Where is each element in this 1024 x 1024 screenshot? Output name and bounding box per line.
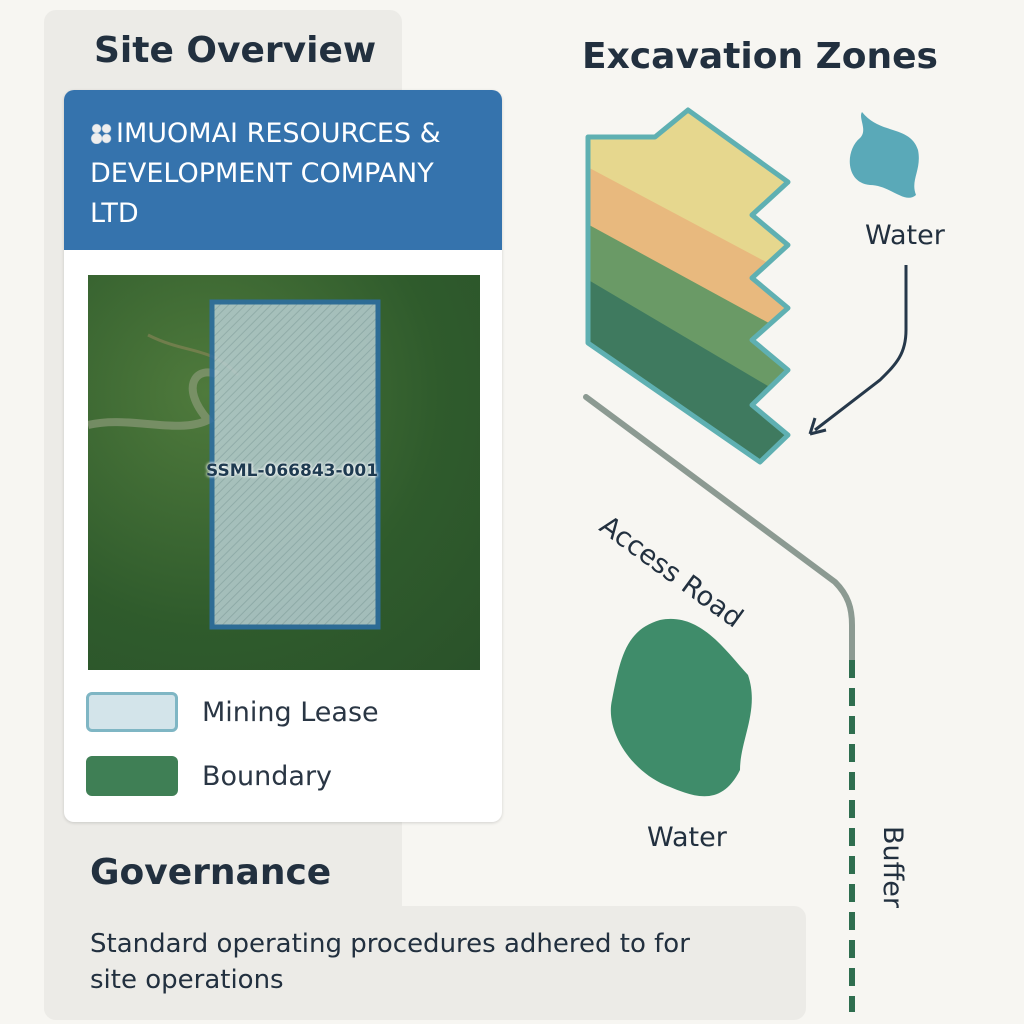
company-header: IMUOMAI RESOURCES & DEVELOPMENT COMPANY … (64, 90, 502, 250)
zone-outline (585, 107, 791, 465)
site-overview-title: Site Overview (94, 30, 377, 71)
zone-2 (588, 110, 788, 340)
governance-text: Standard operating procedures adhered to… (90, 929, 690, 995)
boundary-swatch (86, 756, 178, 796)
flow-arrow (814, 265, 908, 432)
zone-3 (588, 110, 788, 405)
zone-4 (588, 110, 788, 462)
legend-label: Mining Lease (202, 696, 379, 728)
water-pond-top (849, 112, 919, 198)
legend-mining-lease: Mining Lease (86, 692, 379, 732)
legend-boundary: Boundary (86, 756, 332, 796)
access-road-label: Access Road (593, 510, 749, 635)
water-label-bottom: Water (647, 822, 727, 853)
buffer-label: Buffer (877, 826, 908, 908)
arrow-head-icon (808, 417, 827, 436)
company-logo-icon (90, 122, 112, 144)
company-name: IMUOMAI RESOURCES & DEVELOPMENT COMPANY … (90, 118, 441, 229)
governance-box (44, 906, 806, 1020)
zone-1 (588, 110, 788, 280)
water-pond-bottom (610, 618, 752, 797)
water-label-top: Water (865, 220, 945, 251)
excavation-title: Excavation Zones (582, 36, 938, 77)
legend-label: Boundary (202, 760, 333, 792)
mining-lease-swatch (86, 692, 178, 732)
mining-lease-area (209, 299, 381, 630)
lease-id-label: SSML-066843-001 (206, 461, 379, 481)
site-card: IMUOMAI RESOURCES & DEVELOPMENT COMPANY … (64, 90, 502, 822)
satellite-map[interactable]: SSML-066843-001 (88, 275, 480, 670)
governance-title: Governance (90, 852, 332, 893)
